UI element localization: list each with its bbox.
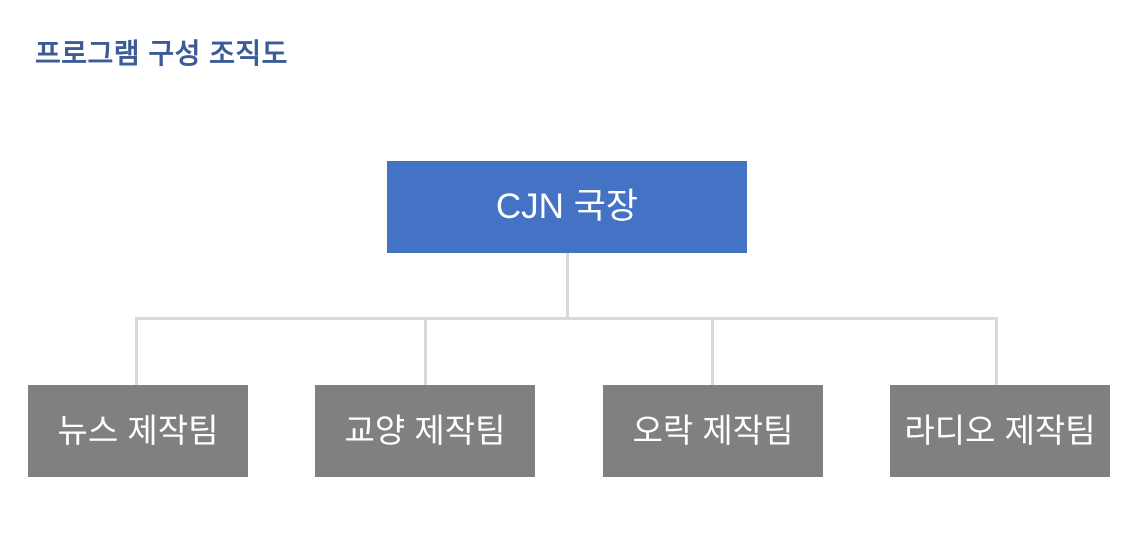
- org-node-culture-team-label: 교양 제작팀: [344, 412, 506, 450]
- connector-drop-news: [135, 317, 138, 385]
- org-node-radio-team-label: 라디오 제작팀: [904, 412, 1096, 450]
- connector-drop-radio: [995, 317, 998, 385]
- connector-horizontal-bus: [135, 317, 998, 320]
- org-node-entertainment-team[interactable]: 오락 제작팀: [603, 385, 823, 477]
- connector-drop-entertainment: [711, 317, 714, 385]
- org-node-news-team-label: 뉴스 제작팀: [57, 412, 219, 450]
- connector-drop-culture: [424, 317, 427, 385]
- page-title: 프로그램 구성 조직도: [35, 38, 288, 69]
- org-node-entertainment-team-label: 오락 제작팀: [632, 412, 794, 450]
- connector-root-trunk: [566, 253, 569, 319]
- org-node-root[interactable]: CJN 국장: [387, 161, 747, 253]
- org-node-culture-team[interactable]: 교양 제작팀: [315, 385, 535, 477]
- org-node-root-label: CJN 국장: [495, 187, 639, 226]
- org-node-radio-team[interactable]: 라디오 제작팀: [890, 385, 1110, 477]
- org-node-news-team[interactable]: 뉴스 제작팀: [28, 385, 248, 477]
